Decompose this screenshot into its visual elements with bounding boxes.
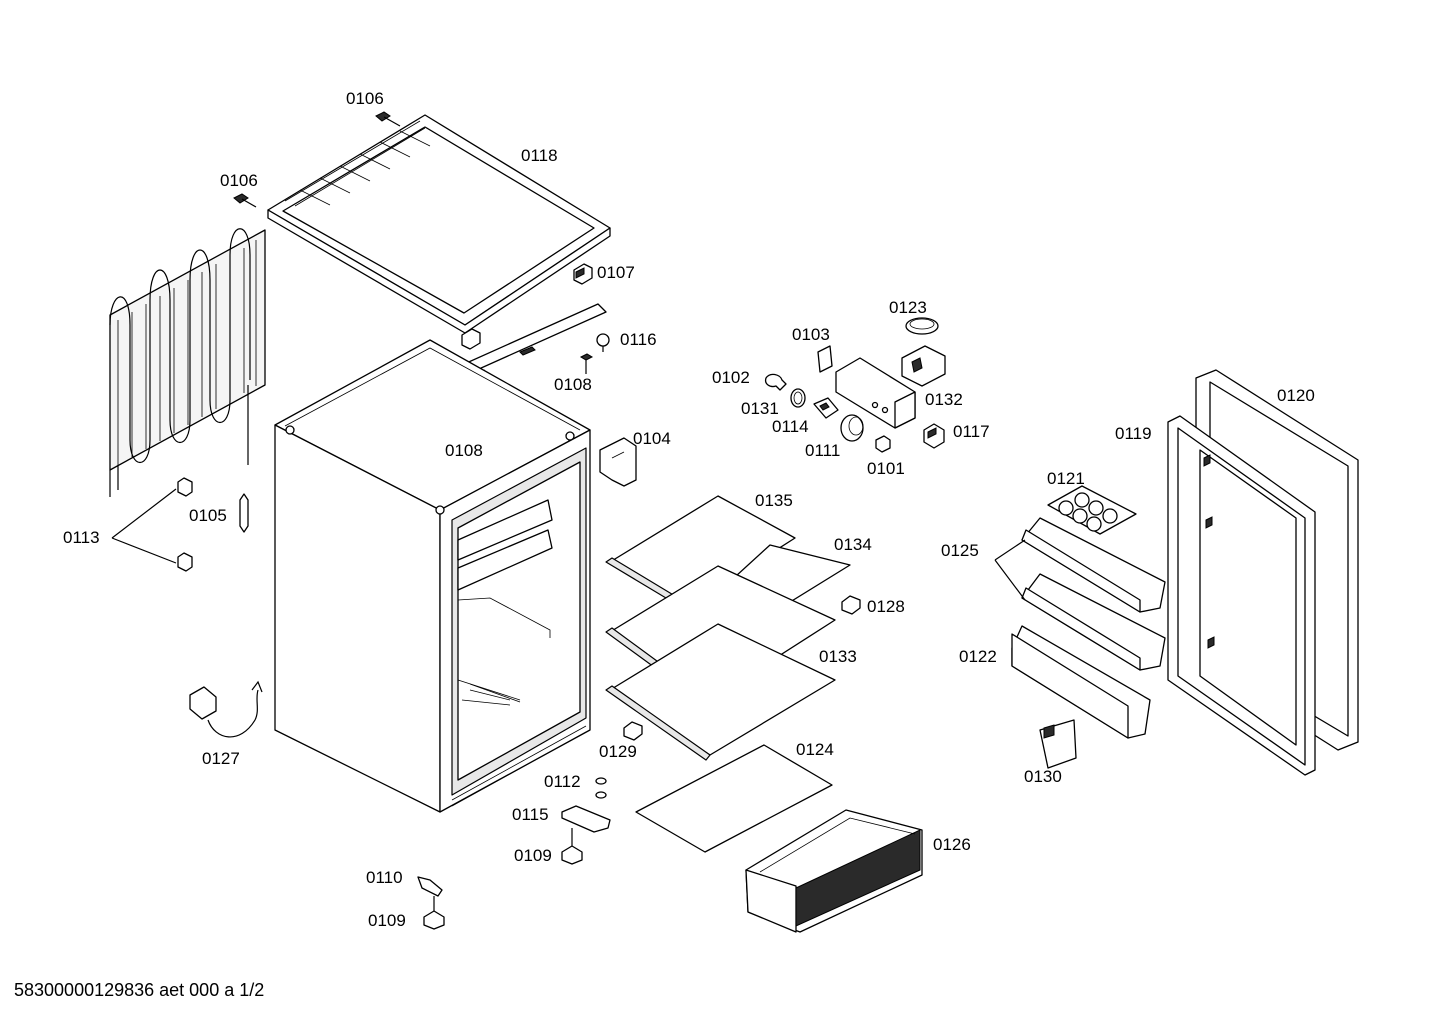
part-number-label: 0123 [889,298,927,317]
drawing-reference-footer: 58300000129836 aet 000 a 1/2 [14,980,265,1000]
part-number-label: 0129 [599,742,637,761]
egg-tray-part [1047,485,1137,535]
part-number-label: 0106 [220,171,258,190]
shelf-0133 [605,565,836,761]
screw-part [375,111,401,127]
part-number-label: 0124 [796,740,834,759]
part-number-label: 0112 [544,772,581,791]
hinge-part [561,805,611,833]
clip-part [573,263,593,285]
part-number-label: 0128 [867,597,905,616]
part-number-label: 0101 [867,459,905,478]
bracket-part [599,437,637,487]
part-number-label: 0122 [959,647,997,666]
bottle-shelf-part [1011,625,1151,739]
divider-part [1039,719,1077,769]
part-number-label: 0133 [819,647,857,666]
part-number-label: 0107 [597,263,635,282]
bulb-part [764,373,787,391]
part-number-label: 0108 [554,375,592,394]
part-number-label: 0126 [933,835,971,854]
screw-part [233,193,257,208]
part-number-label: 0131 [741,399,779,418]
power-cable-part [189,680,263,738]
ring-part [790,388,806,408]
clip-part [623,721,643,741]
washer-part [595,777,607,799]
switch-part [923,423,945,449]
adjustable-foot-part [561,828,583,865]
part-number-label: 0135 [755,491,793,510]
crisper-drawer-part [745,809,923,933]
part-number-label: 0132 [925,390,963,409]
label-part [817,345,833,373]
part-number-label: 0118 [521,146,558,165]
part-number-label: 0121 [1047,469,1085,488]
part-number-label: 0108 [445,441,483,460]
part-number-label: 0127 [202,749,240,768]
adjustable-foot-part [423,896,445,930]
part-number-label: 0116 [620,330,657,349]
part-number-label: 0105 [189,506,227,525]
glass-plate-0124 [635,744,833,853]
condenser-part [109,228,266,497]
part-number-label: 0109 [368,911,406,930]
door-shelf-part [1021,517,1166,613]
part-number-label: 0134 [834,535,872,554]
part-number-label: 0104 [633,429,671,448]
top-cover-part [267,114,611,350]
part-number-label: 0120 [1277,386,1315,405]
cabinet-body-part [274,339,591,813]
clip-part [841,595,861,615]
small-clip-part [875,435,891,453]
door-gasket-part [1167,415,1316,776]
part-number-label: 0119 [1115,424,1152,443]
knob-part [840,414,864,442]
part-number-label: 0103 [792,325,830,344]
part-number-label: 0125 [941,541,979,560]
part-number-label: 0115 [512,805,549,824]
part-number-label: 0106 [346,89,384,108]
part-number-label: 0117 [953,422,990,441]
lamp-holder-part [813,397,839,419]
part-number-label: 0130 [1024,767,1062,786]
part-number-label: 0111 [805,441,840,460]
part-number-label: 0109 [514,846,552,865]
part-number-label: 0102 [712,368,750,387]
part-number-label: 0113 [63,528,100,547]
drain-plug-part [239,493,249,533]
part-number-label: 0110 [366,868,403,887]
thermostat-part [901,317,946,387]
foot-part [177,477,193,572]
door-shelf-part [1021,573,1166,671]
thermostat-housing-part [835,357,916,429]
screw-part [579,353,594,374]
hinge-pin-part [417,876,443,897]
part-number-label: 0114 [772,417,809,436]
